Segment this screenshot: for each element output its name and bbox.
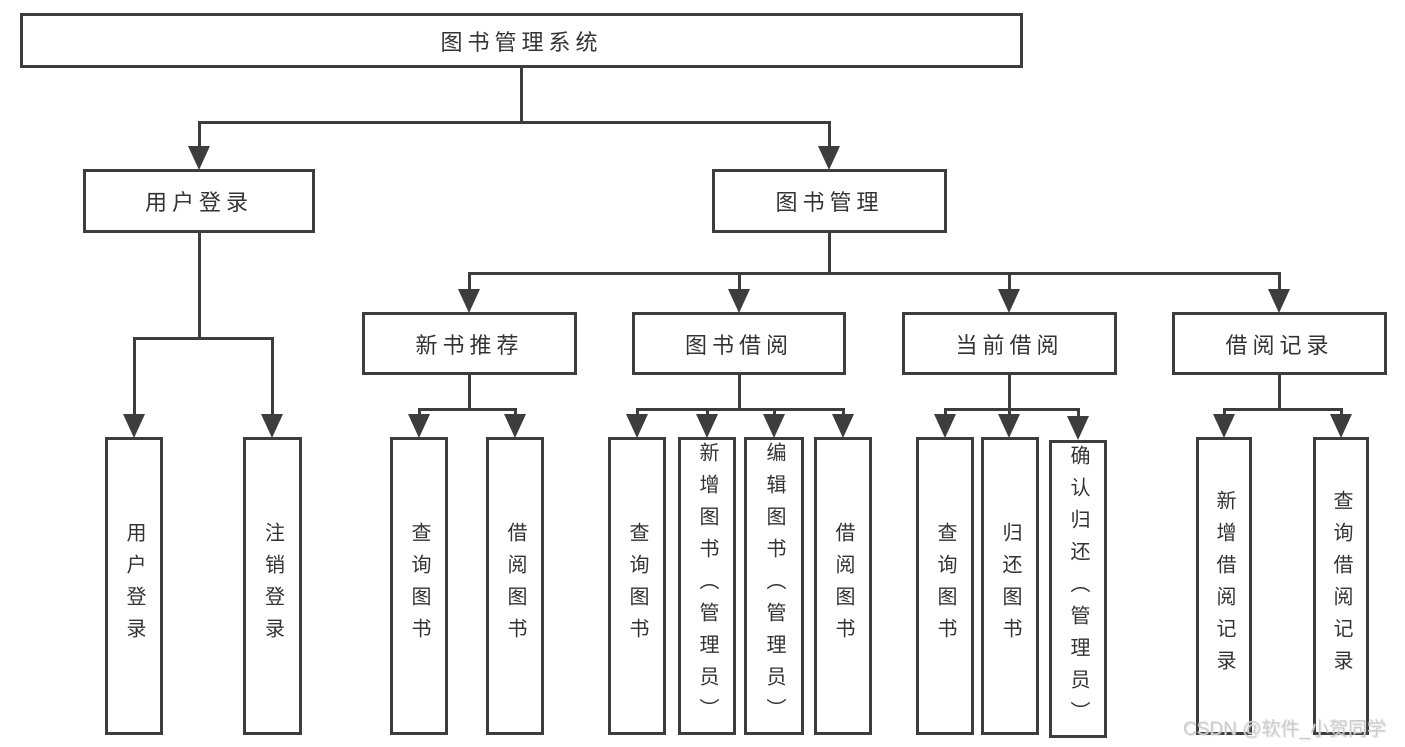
node-borrow-records-label: 借阅记录 [1225,332,1334,358]
arrow-down-icon [188,146,210,170]
connector-line [418,408,517,411]
leaf-add-books-admin: 新增图书（管理员） [678,437,736,735]
leaf-recommend-query-books-label: 查询图书 [408,522,430,650]
connector-line [1077,408,1080,418]
connector-line [636,408,639,418]
node-new-book-recommend-label: 新书推荐 [415,332,524,358]
arrow-down-icon [728,289,750,313]
connector-line [944,408,1080,411]
arrow-down-icon [1067,416,1089,440]
connector-line [1223,408,1226,418]
node-book-management: 图书管理 [712,169,947,233]
leaf-confirm-return-admin-label: 确认归还（管理员） [1067,445,1089,733]
leaf-user-login-label: 用户登录 [123,522,145,650]
connector-line [706,408,709,418]
connector-line [468,272,1281,275]
leaf-recommend-borrow-books-label: 借阅图书 [504,522,526,650]
arrow-down-icon [504,414,526,438]
leaf-borrow-books-label: 借阅图书 [832,522,854,650]
connector-line [520,68,523,121]
arrow-down-icon [123,414,145,438]
leaf-return-books: 归还图书 [981,437,1039,735]
connector-line [828,121,831,151]
arrow-down-icon [998,289,1020,313]
connector-line [1278,272,1281,292]
leaf-borrow-books: 借阅图书 [814,437,872,735]
node-book-management-label: 图书管理 [775,190,884,215]
node-borrow-records: 借阅记录 [1172,312,1387,375]
arrow-down-icon [408,414,430,438]
leaf-edit-books-admin: 编辑图书（管理员） [744,437,804,735]
node-user-login: 用户登录 [83,169,315,233]
leaf-recommend-borrow-books: 借阅图书 [486,437,544,735]
connector-line [1340,408,1343,418]
arrow-down-icon [261,414,283,438]
connector-line [1278,375,1281,408]
leaf-return-books-label: 归还图书 [999,522,1021,650]
arrow-down-icon [818,146,840,170]
connector-line [418,408,421,418]
connector-line [944,408,947,418]
leaf-borrow-query-books-label: 查询图书 [626,522,648,650]
leaf-user-login: 用户登录 [105,437,163,735]
connector-line [468,375,471,408]
leaf-add-books-admin-label: 新增图书（管理员） [696,442,718,730]
arrow-down-icon [763,414,785,438]
node-current-borrow-label: 当前借阅 [955,332,1064,358]
connector-line [198,121,201,151]
connector-line [1008,375,1011,408]
connector-line [198,121,830,124]
leaf-query-borrow-record-label: 查询借阅记录 [1330,490,1352,682]
connector-line [828,233,831,272]
leaf-confirm-return-admin: 确认归还（管理员） [1049,440,1107,738]
node-book-borrow-label: 图书借阅 [684,332,793,358]
leaf-current-query-books-label: 查询图书 [934,522,956,650]
node-root-label: 图书管理系统 [440,29,603,55]
connector-line [514,408,517,418]
connector-line [468,272,471,292]
node-current-borrow: 当前借阅 [902,312,1117,375]
connector-line [271,337,274,417]
connector-line [133,337,274,340]
leaf-query-borrow-record: 查询借阅记录 [1313,437,1369,735]
arrow-down-icon [832,414,854,438]
leaf-borrow-query-books: 查询图书 [608,437,666,735]
connector-line [1223,408,1342,411]
connector-line [738,272,741,292]
connector-line [133,337,136,417]
arrow-down-icon [1213,414,1235,438]
arrow-down-icon [458,289,480,313]
arrow-down-icon [998,414,1020,438]
connector-line [636,408,844,411]
leaf-recommend-query-books: 查询图书 [390,437,448,735]
leaf-add-borrow-record-label: 新增借阅记录 [1213,490,1235,682]
connector-line [842,408,845,418]
connector-line [198,233,201,337]
node-new-book-recommend: 新书推荐 [362,312,577,375]
leaf-edit-books-admin-label: 编辑图书（管理员） [763,442,785,730]
node-root: 图书管理系统 [20,13,1023,68]
connector-line [1008,408,1011,418]
arrow-down-icon [1330,414,1352,438]
connector-line [773,408,776,418]
leaf-current-query-books: 查询图书 [916,437,974,735]
leaf-add-borrow-record: 新增借阅记录 [1196,437,1252,735]
leaf-logout-label: 注销登录 [261,522,284,650]
node-user-login-label: 用户登录 [144,190,253,215]
leaf-logout: 注销登录 [243,437,302,735]
connector-line [1008,272,1011,292]
connector-line [738,375,741,408]
arrow-down-icon [934,414,956,438]
node-book-borrow: 图书借阅 [632,312,846,375]
arrow-down-icon [626,414,648,438]
csdn-watermark: CSDN @软件_小贺同学 [1183,719,1386,740]
arrow-down-icon [1268,289,1290,313]
arrow-down-icon [696,414,718,438]
